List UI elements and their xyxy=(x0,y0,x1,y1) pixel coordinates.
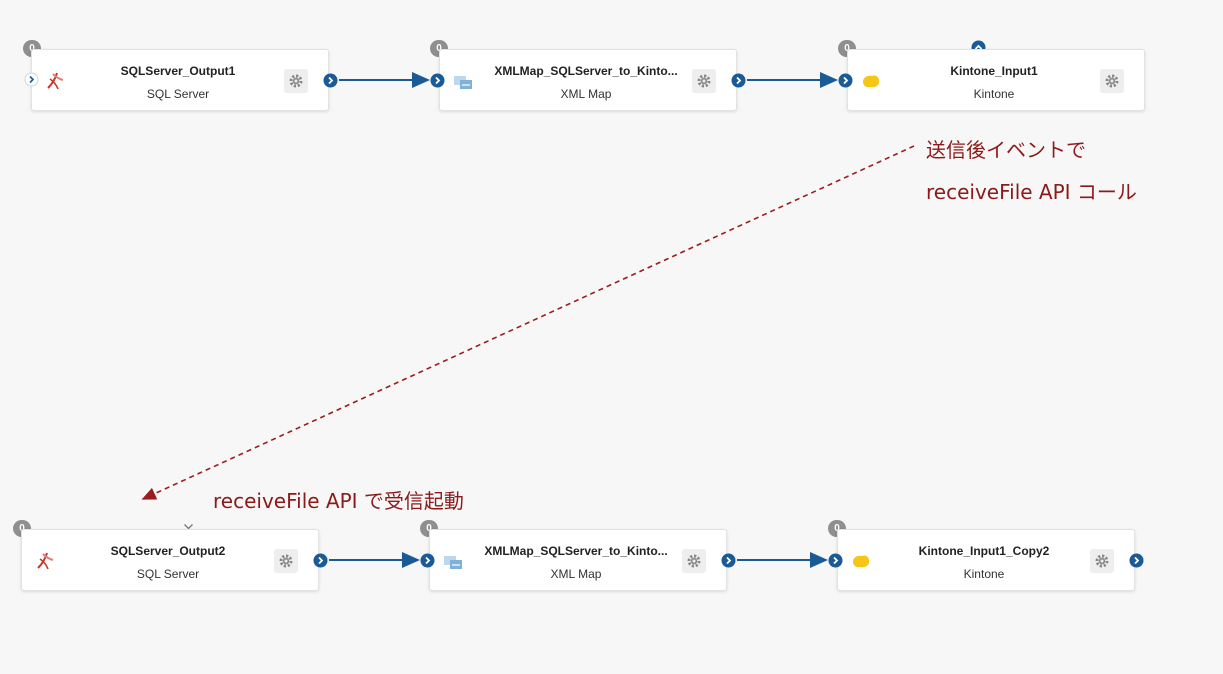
node-sqlserver-output1[interactable]: SQLServer_Output1 SQL Server xyxy=(31,49,329,111)
xmlmap-icon xyxy=(442,550,464,572)
node-title: SQLServer_Output1 xyxy=(120,64,236,78)
annotation-receivefile-call: receiveFile API コール xyxy=(926,180,1137,204)
node-type: SQL Server xyxy=(136,567,200,581)
input-port[interactable] xyxy=(24,72,39,87)
gear-icon[interactable] xyxy=(284,69,308,93)
input-port[interactable] xyxy=(430,73,445,88)
output-port[interactable] xyxy=(1129,553,1144,568)
gear-icon[interactable] xyxy=(1100,69,1124,93)
sqlserver-icon xyxy=(34,550,56,572)
node-title: Kintone_Input1_Copy2 xyxy=(918,544,1050,558)
gear-icon[interactable] xyxy=(682,549,706,573)
input-port[interactable] xyxy=(838,73,853,88)
annotation-send-event: 送信後イベントで xyxy=(926,138,1086,162)
node-title: SQLServer_Output2 xyxy=(110,544,226,558)
annotation-receive-trigger: receiveFile API で受信起動 xyxy=(213,489,464,513)
output-port[interactable] xyxy=(731,73,746,88)
xmlmap-icon xyxy=(452,70,474,92)
node-kintone-input1[interactable]: Kintone_Input1 Kintone xyxy=(847,49,1145,111)
node-type: XML Map xyxy=(550,567,602,581)
input-port[interactable] xyxy=(420,553,435,568)
node-title: XMLMap_SQLServer_to_Kinto... xyxy=(494,64,678,78)
gear-icon[interactable] xyxy=(1090,549,1114,573)
output-port[interactable] xyxy=(323,73,338,88)
sqlserver-icon xyxy=(44,70,66,92)
kintone-icon xyxy=(860,70,882,92)
node-type: XML Map xyxy=(560,87,612,101)
kintone-icon xyxy=(850,550,872,572)
gear-icon[interactable] xyxy=(274,549,298,573)
annotation-dashed-arrow xyxy=(141,145,915,500)
node-type: Kintone xyxy=(973,87,1015,101)
node-type: Kintone xyxy=(963,567,1005,581)
expand-chevron-down-icon[interactable] xyxy=(181,519,196,534)
input-port[interactable] xyxy=(828,553,843,568)
node-type: SQL Server xyxy=(146,87,210,101)
node-sqlserver-output2[interactable]: SQLServer_Output2 SQL Server xyxy=(21,529,319,591)
output-port[interactable] xyxy=(721,553,736,568)
node-kintone-input1-copy2[interactable]: Kintone_Input1_Copy2 Kintone xyxy=(837,529,1135,591)
node-xmlmap-1[interactable]: XMLMap_SQLServer_to_Kinto... XML Map xyxy=(439,49,737,111)
node-xmlmap-2[interactable]: XMLMap_SQLServer_to_Kinto... XML Map xyxy=(429,529,727,591)
node-title: XMLMap_SQLServer_to_Kinto... xyxy=(484,544,668,558)
node-title: Kintone_Input1 xyxy=(950,64,1038,78)
gear-icon[interactable] xyxy=(692,69,716,93)
output-port[interactable] xyxy=(313,553,328,568)
